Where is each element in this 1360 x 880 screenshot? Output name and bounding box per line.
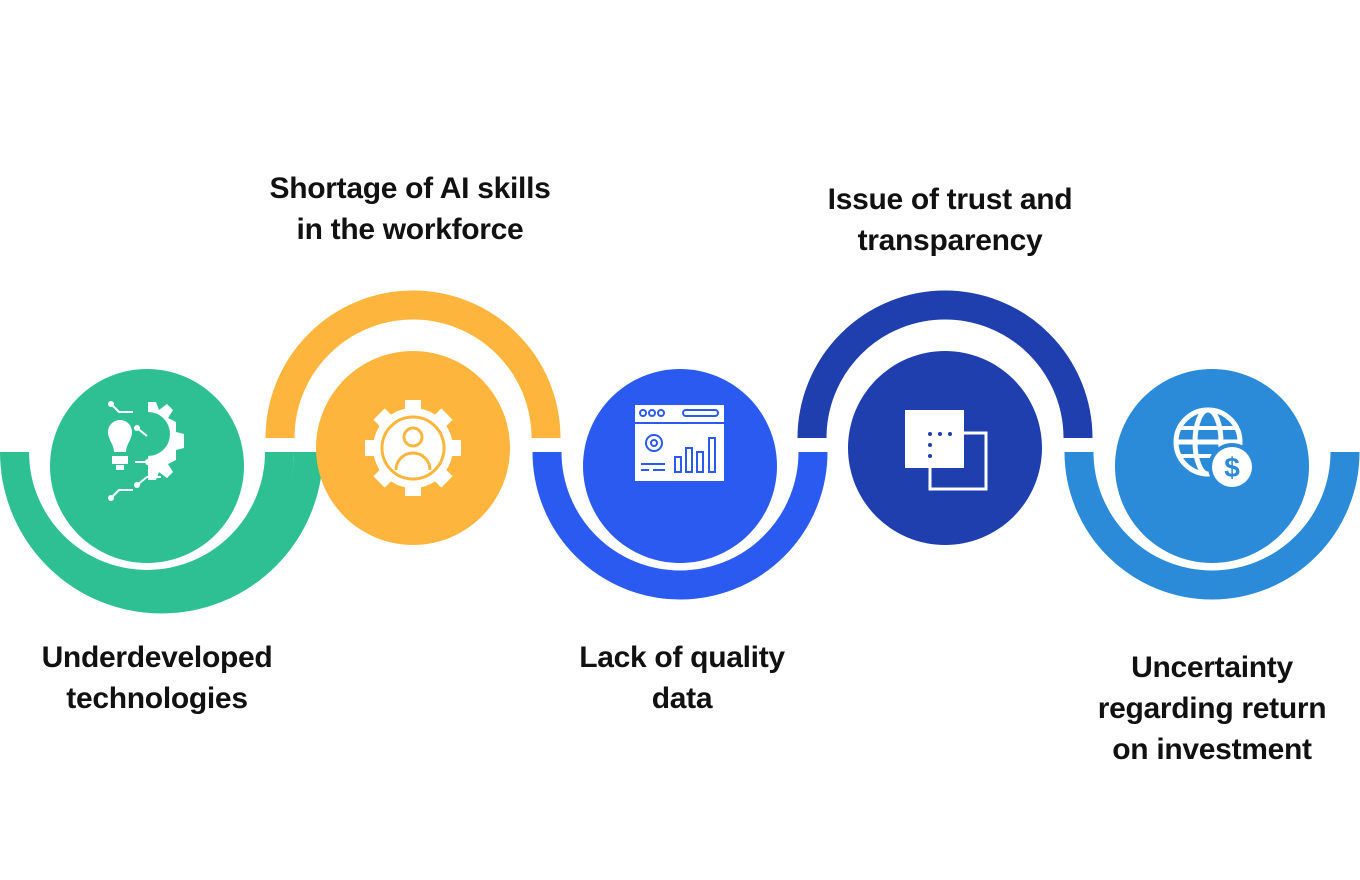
green-circle (50, 369, 244, 563)
step-label-roi-uncertainty: Uncertainty regarding return on investme… (1032, 647, 1360, 770)
dashboard-chart-icon (635, 405, 724, 481)
label-line: in the workforce (296, 213, 524, 246)
label-line: Lack of quality (579, 641, 785, 674)
blue-arc (532, 451, 828, 600)
label-line: regarding return (1097, 692, 1327, 725)
sky-arc (1064, 451, 1360, 600)
yellow-arc (265, 290, 561, 439)
step-label-underdeveloped-technologies: Underdeveloped technologies (0, 637, 337, 719)
label-line: technologies (66, 682, 248, 715)
label-line: Uncertainty (1131, 651, 1293, 684)
label-line: Underdeveloped (41, 641, 273, 674)
step-label-lack-quality-data: Lack of quality data (502, 637, 862, 719)
step-label-shortage-ai-skills: Shortage of AI skills in the workforce (230, 168, 590, 250)
label-line: on investment (1112, 733, 1312, 766)
label-line: transparency (857, 224, 1043, 257)
overlapping-squares-icon (905, 410, 988, 491)
svg-text:$: $ (1224, 452, 1240, 483)
navy-arc (797, 290, 1093, 439)
label-line: Issue of trust and (827, 183, 1073, 216)
gear-person-icon (365, 400, 461, 496)
globe-dollar-icon: $ (1173, 407, 1256, 491)
label-line: data (651, 682, 713, 715)
label-line: Shortage of AI skills (269, 172, 551, 205)
step-label-trust-transparency: Issue of trust and transparency (770, 179, 1130, 261)
lightbulb-gear-icon (108, 401, 184, 501)
